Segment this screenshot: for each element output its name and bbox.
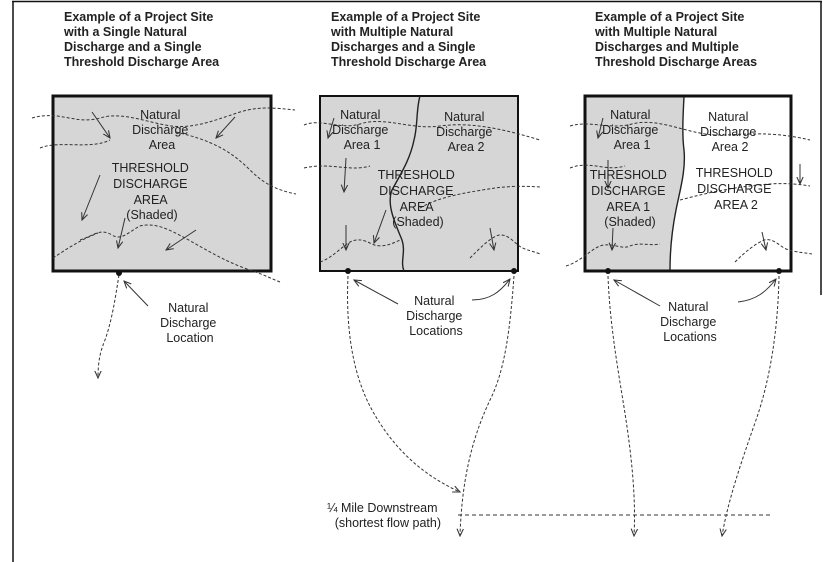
panel-1-flow-arrow bbox=[166, 229, 197, 250]
panel-3-threshold-area-1-shade bbox=[586, 97, 685, 270]
panel-3-area-2-label: Natural Discharge Area 2 bbox=[700, 110, 760, 154]
panel-2-flow-line bbox=[319, 239, 401, 263]
panel-3-discharge-point-right bbox=[776, 268, 782, 274]
panel-3-flow-arrow bbox=[598, 117, 604, 138]
panel-1-title: Example of a Project Site with a Single … bbox=[63, 10, 220, 69]
panel-2-location-pointer-right bbox=[471, 279, 510, 301]
panel-2-flow-line bbox=[469, 234, 541, 259]
panel-2-title-line-3: Discharges and a Single bbox=[331, 40, 476, 54]
panel-single-discharge: Example of a Project Site with a Single … bbox=[31, 10, 297, 378]
panel-1-discharge-point bbox=[116, 270, 122, 276]
panel-2-title: Example of a Project Site with Multiple … bbox=[330, 10, 487, 69]
panel-3-location-pointer-right bbox=[737, 279, 776, 303]
panel-2-location-pointer-left bbox=[354, 280, 399, 305]
panel-1-site-box bbox=[51, 94, 273, 273]
panel-2-discharge-point-left bbox=[345, 268, 351, 274]
panel-2-area-1-label: Natural Discharge Area 1 bbox=[332, 108, 392, 152]
panel-3-flow-line bbox=[565, 243, 661, 267]
panel-1-threshold-label: THRESHOLD DISCHARGE AREA (Shaded) bbox=[112, 161, 193, 222]
panel-2-flow-line bbox=[419, 185, 541, 209]
panel-3-flow-line bbox=[734, 239, 813, 263]
panel-3-area-1-label: Natural Discharge Area 1 bbox=[602, 108, 662, 152]
downstream-label: ¼ Mile Downstream (shortest flow path) bbox=[327, 501, 441, 530]
panel-3-discharge-point-left bbox=[605, 268, 611, 274]
panel-3-flow-line bbox=[569, 164, 626, 169]
panel-2-downstream-path-right bbox=[460, 275, 515, 536]
panel-3-downstream-path-left bbox=[607, 275, 635, 536]
panel-1-flow-line bbox=[175, 131, 297, 195]
panel-2-title-line-2: with Multiple Natural bbox=[330, 25, 453, 39]
panel-3-flow-line bbox=[569, 121, 811, 141]
panel-2-location-label: Natural Discharge Locations bbox=[406, 294, 466, 338]
panel-3-title-line-1: Example of a Project Site bbox=[595, 10, 744, 24]
panel-3-title-line-4: Threshold Discharge Areas bbox=[595, 55, 757, 69]
panel-2-threshold-label: THRESHOLD DISCHARGE AREA (Shaded) bbox=[378, 168, 459, 229]
panel-2-title-line-4: Threshold Discharge Area bbox=[331, 55, 487, 69]
panel-1-title-line-4: Threshold Discharge Area bbox=[64, 55, 220, 69]
panel-3-title-line-3: Discharges and Multiple bbox=[595, 40, 739, 54]
panel-3-location-pointer-left bbox=[614, 280, 661, 307]
panel-1-area-label: Natural Discharge Area bbox=[132, 108, 192, 152]
panel-3-downstream-path-right bbox=[722, 275, 780, 536]
panel-3-title: Example of a Project Site with Multiple … bbox=[594, 10, 757, 69]
panel-1-flow-line bbox=[79, 224, 281, 283]
panel-2-title-line-1: Example of a Project Site bbox=[331, 10, 480, 24]
panel-2-area-2-label: Natural Discharge Area 2 bbox=[436, 110, 496, 154]
panel-3-threshold-2-label: THRESHOLD DISCHARGE AREA 2 bbox=[696, 166, 777, 212]
panel-1-flow-line bbox=[52, 232, 99, 259]
panel-3-title-line-2: with Multiple Natural bbox=[594, 25, 717, 39]
panel-1-flow-arrow bbox=[118, 217, 126, 248]
panel-2-flow-arrow bbox=[374, 209, 387, 243]
panel-2-downstream-path-left bbox=[347, 275, 460, 492]
panel-2-flow-line bbox=[303, 165, 371, 169]
panel-1-location-label: Natural Discharge Location bbox=[160, 301, 220, 345]
panel-2-flow-line bbox=[303, 121, 541, 141]
panel-2-flow-arrow bbox=[490, 227, 494, 250]
panel-1-flow-arrow bbox=[82, 174, 101, 220]
panel-2-flow-arrow bbox=[344, 157, 346, 192]
panel-1-location-pointer bbox=[124, 281, 149, 307]
panel-3-threshold-1-label: THRESHOLD DISCHARGE AREA 1 (Shaded) bbox=[590, 168, 671, 229]
panel-multiple-discharges-multiple-areas: Example of a Project Site with Multiple … bbox=[565, 10, 813, 536]
panel-1-title-line-1: Example of a Project Site bbox=[64, 10, 213, 24]
panel-2-site-box bbox=[319, 95, 519, 272]
panel-2-divide-line bbox=[389, 95, 421, 272]
panel-3-flow-arrow bbox=[762, 231, 766, 250]
panel-1-flow-line bbox=[39, 139, 111, 149]
panel-3-flow-arrow bbox=[612, 227, 613, 250]
panel-1-flow-arrow bbox=[216, 116, 236, 138]
panel-2-discharge-point-right bbox=[511, 268, 517, 274]
panel-1-title-line-3: Discharge and a Single bbox=[64, 40, 202, 54]
panel-1-title-line-2: with a Single Natural bbox=[63, 25, 187, 39]
panel-3-location-label: Natural Discharge Locations bbox=[660, 300, 720, 344]
panel-2-flow-arrow bbox=[328, 117, 335, 138]
panel-1-flow-line bbox=[98, 274, 120, 378]
panel-1-flow-line bbox=[31, 107, 296, 128]
panel-3-divide-line bbox=[669, 96, 686, 271]
panel-multiple-discharges-single-area: Example of a Project Site with Multiple … bbox=[303, 10, 541, 536]
panel-3-flow-line bbox=[679, 183, 811, 201]
panel-1-flow-arrow bbox=[91, 111, 110, 138]
